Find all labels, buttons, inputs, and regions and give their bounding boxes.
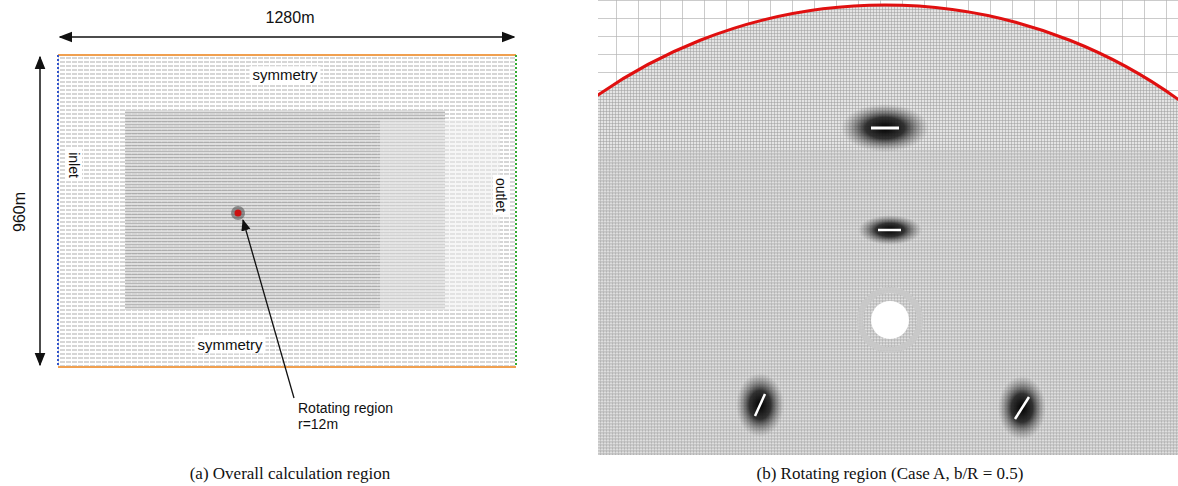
outlet-boundary: [515, 55, 517, 367]
rotating-region-dot: [235, 210, 242, 217]
interface-arc: [598, 5, 1178, 455]
leader-arrow: [243, 220, 294, 398]
inlet-boundary: [57, 55, 59, 367]
blade: [871, 127, 899, 130]
blade: [1015, 397, 1029, 419]
dimension-arrow: [60, 36, 514, 38]
dimension-label: 960m: [11, 192, 29, 232]
dimension-arrow: [39, 57, 41, 365]
symmetry-boundary: [58, 366, 516, 368]
panel-caption: (a) Overall calculation region: [190, 464, 391, 484]
dimension-label: 1280m: [266, 9, 315, 27]
rotor-mesh: [598, 0, 1178, 455]
boundary-label: outlet: [493, 175, 509, 215]
domain-mesh: [58, 55, 516, 367]
boundary-label: symmetry: [195, 336, 266, 353]
boundary-label: inlet: [66, 149, 82, 181]
boundary-label: symmetry: [250, 66, 321, 83]
callout-label: Rotating region r=12m: [298, 400, 416, 432]
symmetry-boundary: [58, 54, 516, 56]
blade: [878, 229, 901, 232]
hub: [871, 301, 909, 339]
blade: [755, 394, 765, 416]
panel-caption: (b) Rotating region (Case A, b/R = 0.5): [757, 464, 1024, 484]
